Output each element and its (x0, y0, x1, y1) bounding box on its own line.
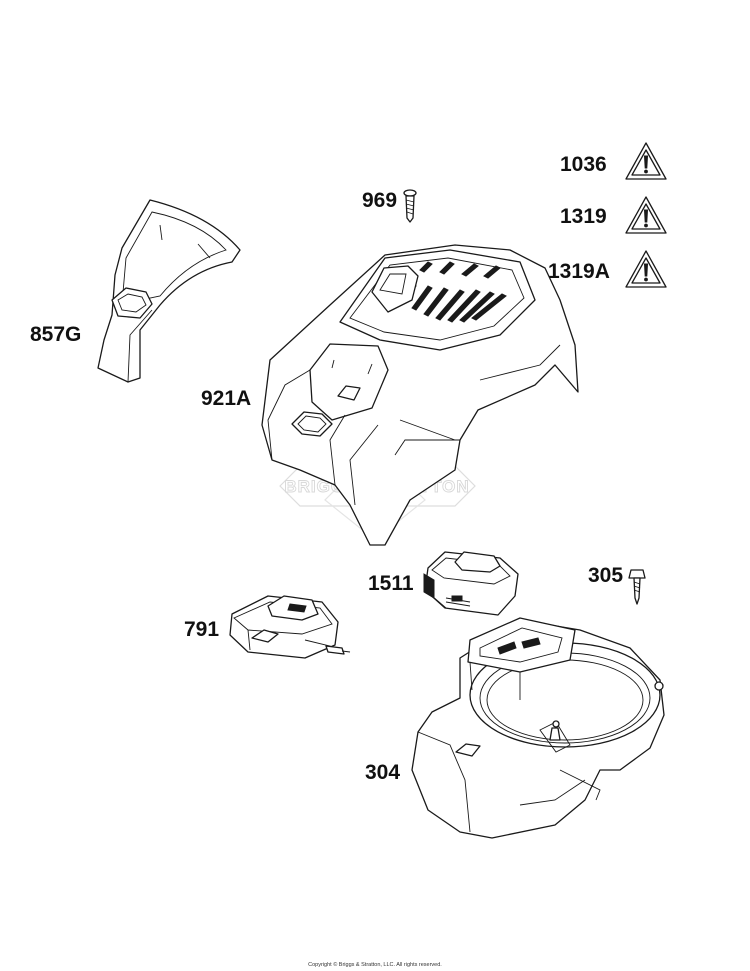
part-969-drawing (403, 189, 417, 223)
label-305: 305 (588, 564, 623, 587)
warning-triangle-icon (625, 196, 667, 234)
part-304-drawing (411, 617, 665, 839)
warning-triangle-icon (625, 250, 667, 288)
label-1511: 1511 (368, 572, 414, 595)
part-921a-drawing (261, 244, 579, 546)
label-1319: 1319 (560, 205, 607, 228)
part-791-drawing (229, 595, 351, 659)
part-1511-drawing (423, 551, 519, 616)
label-969: 969 (362, 189, 397, 212)
part-305-drawing (628, 569, 646, 605)
warning-triangle-icon (625, 142, 667, 180)
label-791: 791 (184, 618, 219, 641)
label-921a: 921A (201, 387, 251, 410)
copyright-notice: Copyright © Briggs & Stratton, LLC. All … (308, 962, 442, 968)
label-1319a: 1319A (548, 260, 610, 283)
label-1036: 1036 (560, 153, 607, 176)
label-857g: 857G (30, 323, 81, 346)
label-304: 304 (365, 761, 400, 784)
part-857g-drawing (97, 199, 241, 383)
